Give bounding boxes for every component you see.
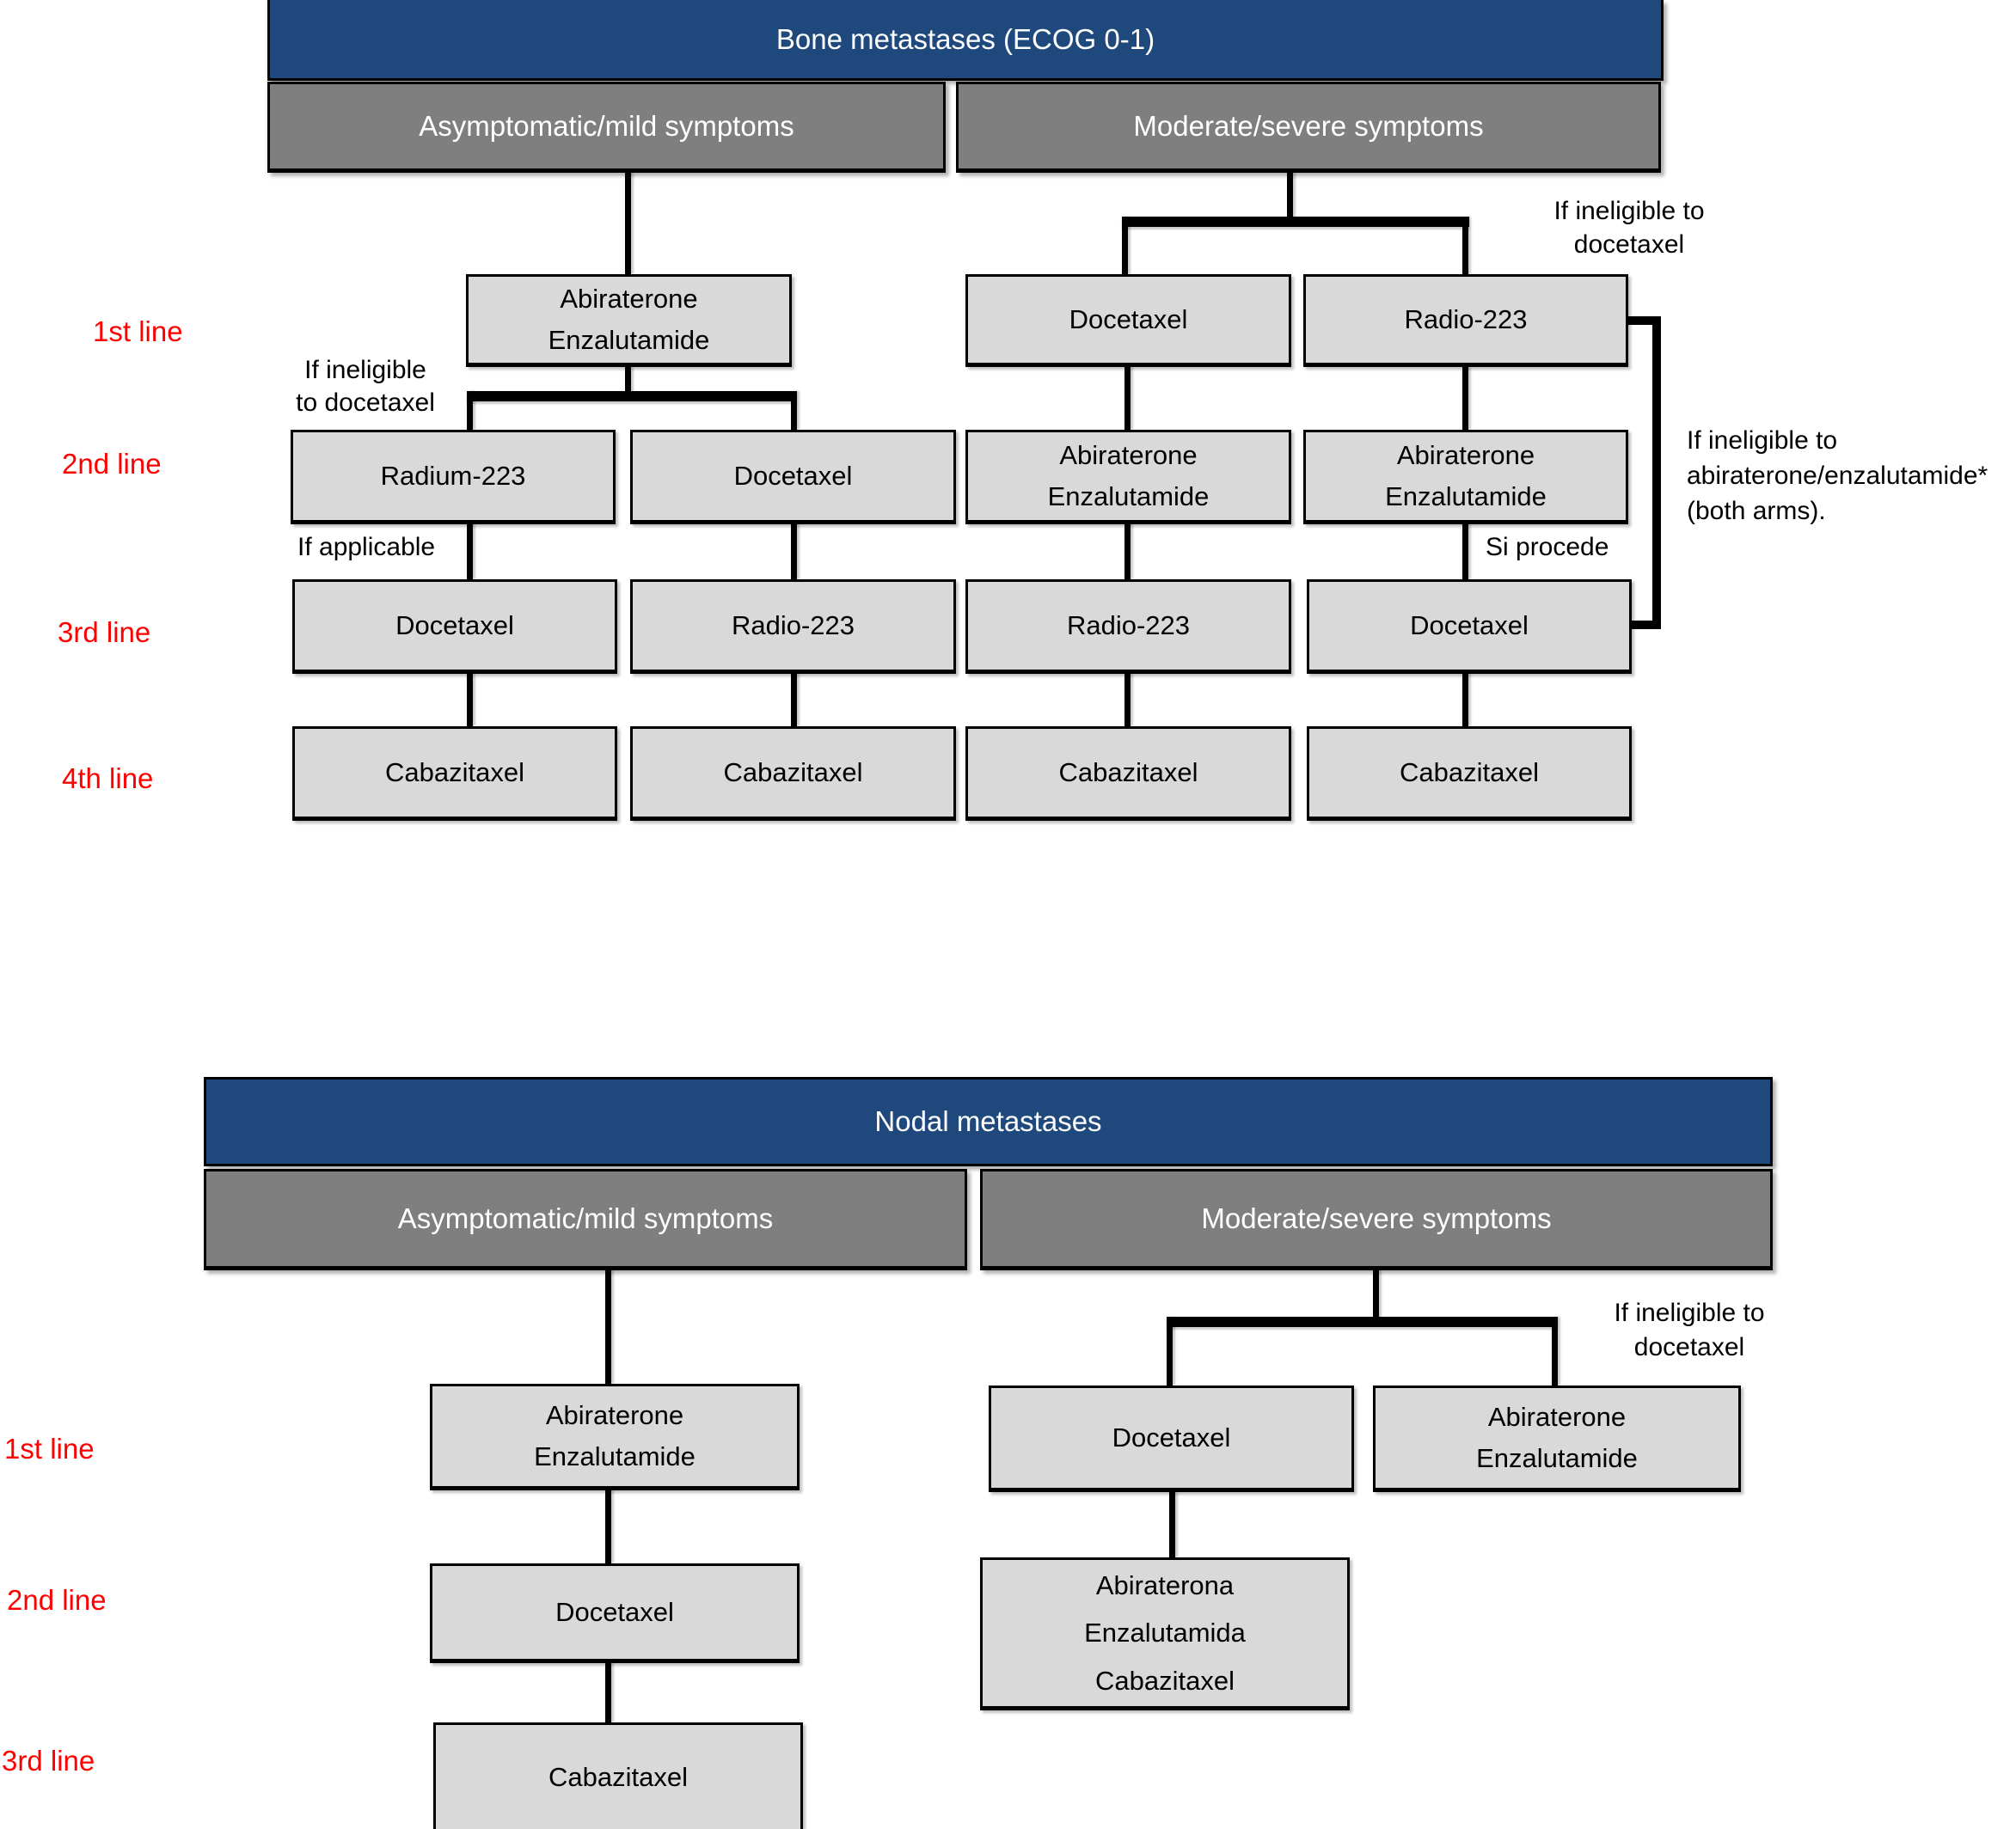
- connector: [1373, 1270, 1379, 1324]
- nodal-row-label-2nd-line: 2nd line: [7, 1584, 107, 1616]
- nodal-box-3rd-cabazitaxel: Cabazitaxel: [433, 1722, 803, 1829]
- connector: [467, 674, 473, 726]
- connector: [1124, 367, 1131, 430]
- connector: [791, 674, 797, 726]
- connector: [1167, 1317, 1558, 1327]
- connector: [791, 391, 797, 430]
- connector: [1462, 217, 1468, 274]
- bone-box-1st-abiraterone-enzalutamide: Abiraterone Enzalutamide: [466, 274, 792, 367]
- connector: [1287, 173, 1293, 222]
- nodal-row-label-3rd-line: 3rd line: [2, 1745, 95, 1777]
- note-ineligible-abiraterone-enzalutamide: If ineligible to abiraterone/enzalutamid…: [1687, 426, 1988, 525]
- connector: [1169, 1492, 1175, 1557]
- bone-box-2nd-docetaxel: Docetaxel: [630, 430, 956, 524]
- bone-box-3rd-radio223-b: Radio-223: [965, 579, 1291, 674]
- connector: [1122, 217, 1469, 227]
- bracket-connector: [1632, 621, 1661, 629]
- bone-box-1st-radio223: Radio-223: [1303, 274, 1628, 367]
- nodal-row-label-1st-line: 1st line: [4, 1433, 95, 1465]
- note-si-procede: Si procede: [1486, 533, 1609, 561]
- bone-branch-asymptomatic: Asymptomatic/mild symptoms: [267, 82, 946, 173]
- bracket-connector: [1628, 316, 1661, 325]
- nodal-chart-title-bar: Nodal metastases: [204, 1077, 1773, 1166]
- bone-box-4th-cabazitaxel-d: Cabazitaxel: [1307, 726, 1632, 821]
- bone-box-2nd-radium223: Radium-223: [291, 430, 616, 524]
- connector: [1122, 217, 1128, 274]
- connector: [1462, 367, 1468, 430]
- bone-box-4th-cabazitaxel-a: Cabazitaxel: [292, 726, 617, 821]
- bone-branch-asymptomatic-label: Asymptomatic/mild symptoms: [419, 110, 794, 142]
- connector: [1124, 524, 1131, 579]
- connector: [625, 173, 631, 274]
- connector: [467, 391, 473, 430]
- bone-box-3rd-docetaxel-a: Docetaxel: [292, 579, 617, 674]
- nodal-branch-asymptomatic: Asymptomatic/mild symptoms: [204, 1169, 967, 1270]
- nodal-branch-moderate-severe: Moderate/severe symptoms: [980, 1169, 1773, 1270]
- bone-chart-title: Bone metastases (ECOG 0-1): [775, 22, 1155, 55]
- bone-chart-title-bar: Bone metastases (ECOG 0-1): [267, 0, 1664, 81]
- note-ineligible-docetaxel-right: If ineligible to docetaxel: [1553, 197, 1705, 259]
- connector: [467, 391, 797, 401]
- connector: [1167, 1317, 1173, 1386]
- note-ineligible-docetaxel-left: If ineligible to docetaxel: [296, 356, 435, 417]
- bone-box-3rd-radio223-a: Radio-223: [630, 579, 956, 674]
- connector: [1462, 674, 1468, 726]
- bone-row-label-2nd-line: 2nd line: [62, 448, 162, 480]
- bone-branch-moderate-severe: Moderate/severe symptoms: [956, 82, 1661, 173]
- connector: [605, 1270, 611, 1384]
- bone-branch-moderate-severe-label: Moderate/severe symptoms: [1133, 110, 1484, 142]
- nodal-chart-title: Nodal metastases: [874, 1105, 1102, 1137]
- bone-box-4th-cabazitaxel-b: Cabazitaxel: [630, 726, 956, 821]
- nodal-box-1st-abiraterone-enzalutamide: Abiraterone Enzalutamide: [430, 1384, 800, 1490]
- connector: [1552, 1317, 1558, 1386]
- nodal-box-2nd-abiraterona-enzalutamida-cabazitaxel: Abiraterona Enzalutamida Cabazitaxel: [980, 1557, 1350, 1710]
- nodal-box-1st-docetaxel: Docetaxel: [989, 1386, 1354, 1492]
- bone-box-3rd-docetaxel-b: Docetaxel: [1307, 579, 1632, 674]
- bone-box-2nd-abiraterone-enzalutamide-a: Abiraterone Enzalutamide: [965, 430, 1291, 524]
- nodal-branch-asymptomatic-label: Asymptomatic/mild symptoms: [397, 1202, 774, 1234]
- bracket-connector: [1652, 316, 1661, 629]
- bone-row-label-4th-line: 4th line: [62, 762, 154, 794]
- bone-row-label-3rd-line: 3rd line: [58, 616, 151, 648]
- note-if-applicable: If applicable: [297, 533, 436, 561]
- nodal-box-1st-abiraterone-enzalutamide-right: Abiraterone Enzalutamide: [1373, 1386, 1741, 1492]
- connector: [1124, 674, 1131, 726]
- connector: [791, 524, 797, 579]
- bone-box-4th-cabazitaxel-c: Cabazitaxel: [965, 726, 1291, 821]
- connector: [1462, 524, 1468, 579]
- note-nodal-ineligible-docetaxel: If ineligible to docetaxel: [1614, 1299, 1765, 1361]
- nodal-branch-moderate-severe-label: Moderate/severe symptoms: [1201, 1202, 1552, 1234]
- connector: [625, 367, 631, 395]
- nodal-box-2nd-docetaxel: Docetaxel: [430, 1563, 800, 1663]
- bone-box-1st-docetaxel: Docetaxel: [965, 274, 1291, 367]
- connector: [605, 1490, 611, 1563]
- connector: [605, 1663, 611, 1722]
- bone-row-label-1st-line: 1st line: [93, 315, 183, 347]
- bone-box-2nd-abiraterone-enzalutamide-b: Abiraterone Enzalutamide: [1303, 430, 1628, 524]
- connector: [467, 524, 473, 579]
